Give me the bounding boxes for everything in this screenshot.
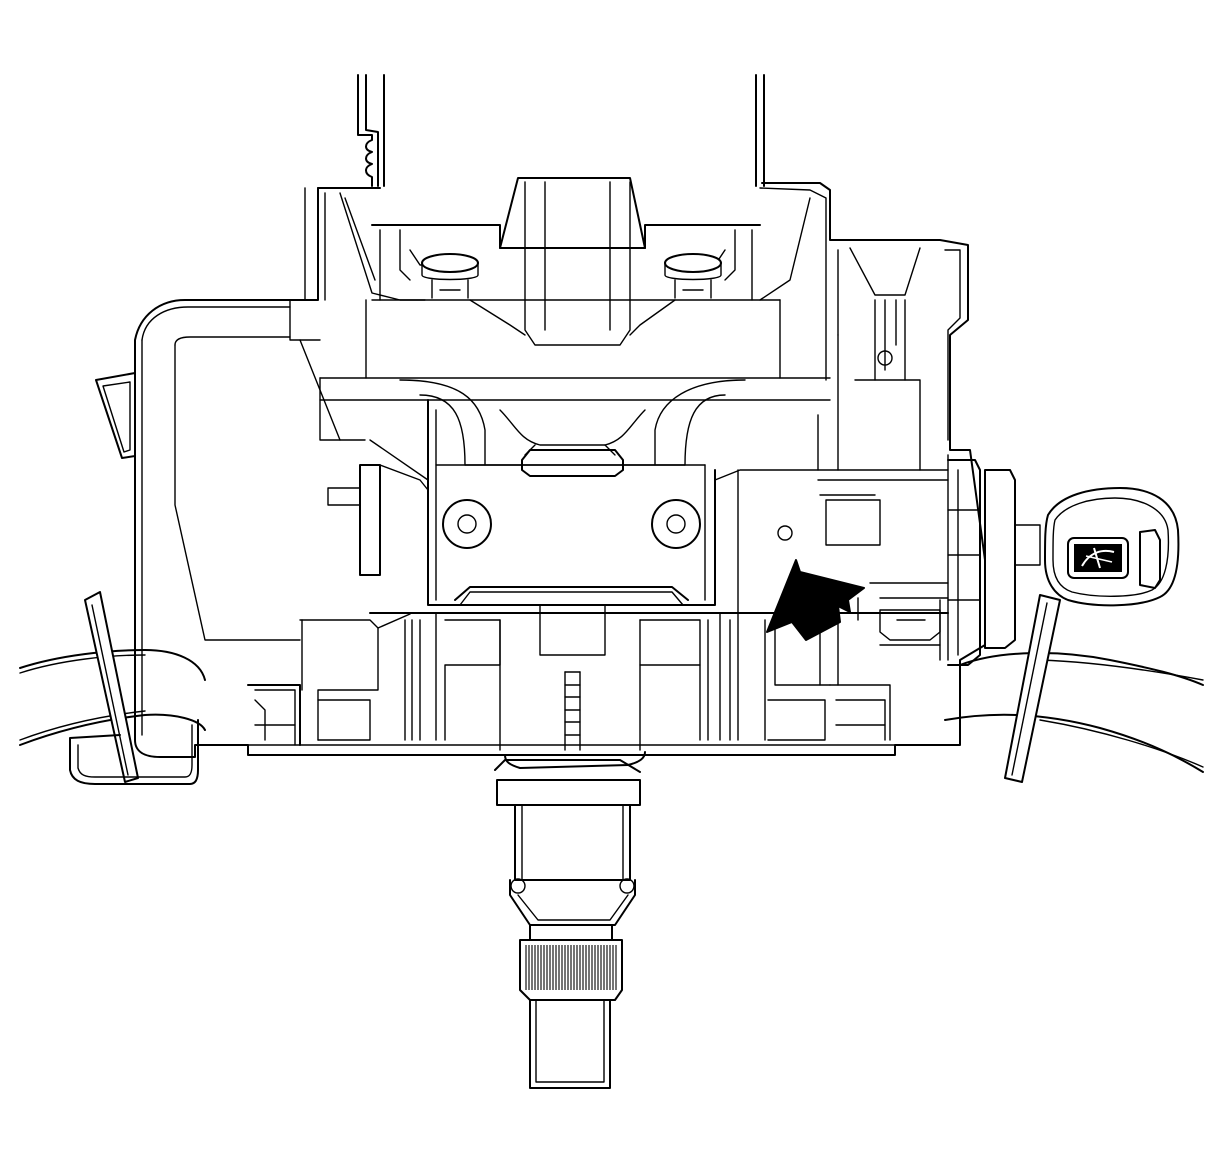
upper-yoke — [319, 177, 831, 441]
arrow-icon — [766, 559, 865, 641]
knurled-grip — [525, 945, 617, 990]
upper-shaft — [357, 74, 765, 187]
ignition-module — [777, 299, 949, 661]
saturn-logo-icon — [1074, 544, 1122, 572]
center-column-walls — [714, 414, 949, 741]
lower-housing — [299, 604, 949, 751]
upper-bolt-left — [421, 253, 479, 299]
shroud-curves — [399, 379, 746, 477]
center-plate — [427, 399, 716, 606]
upper-bolt-right — [664, 253, 722, 299]
lock-cylinder — [947, 459, 1041, 666]
center-ladder — [564, 671, 581, 751]
lower-left-switch — [247, 684, 896, 746]
column-housing — [134, 182, 986, 758]
right-wire-harness — [944, 594, 1204, 783]
left-wire-harness — [19, 372, 206, 785]
lower-right-switch — [767, 684, 891, 741]
lower-shaft — [494, 751, 646, 1089]
left-bracket — [289, 299, 429, 576]
